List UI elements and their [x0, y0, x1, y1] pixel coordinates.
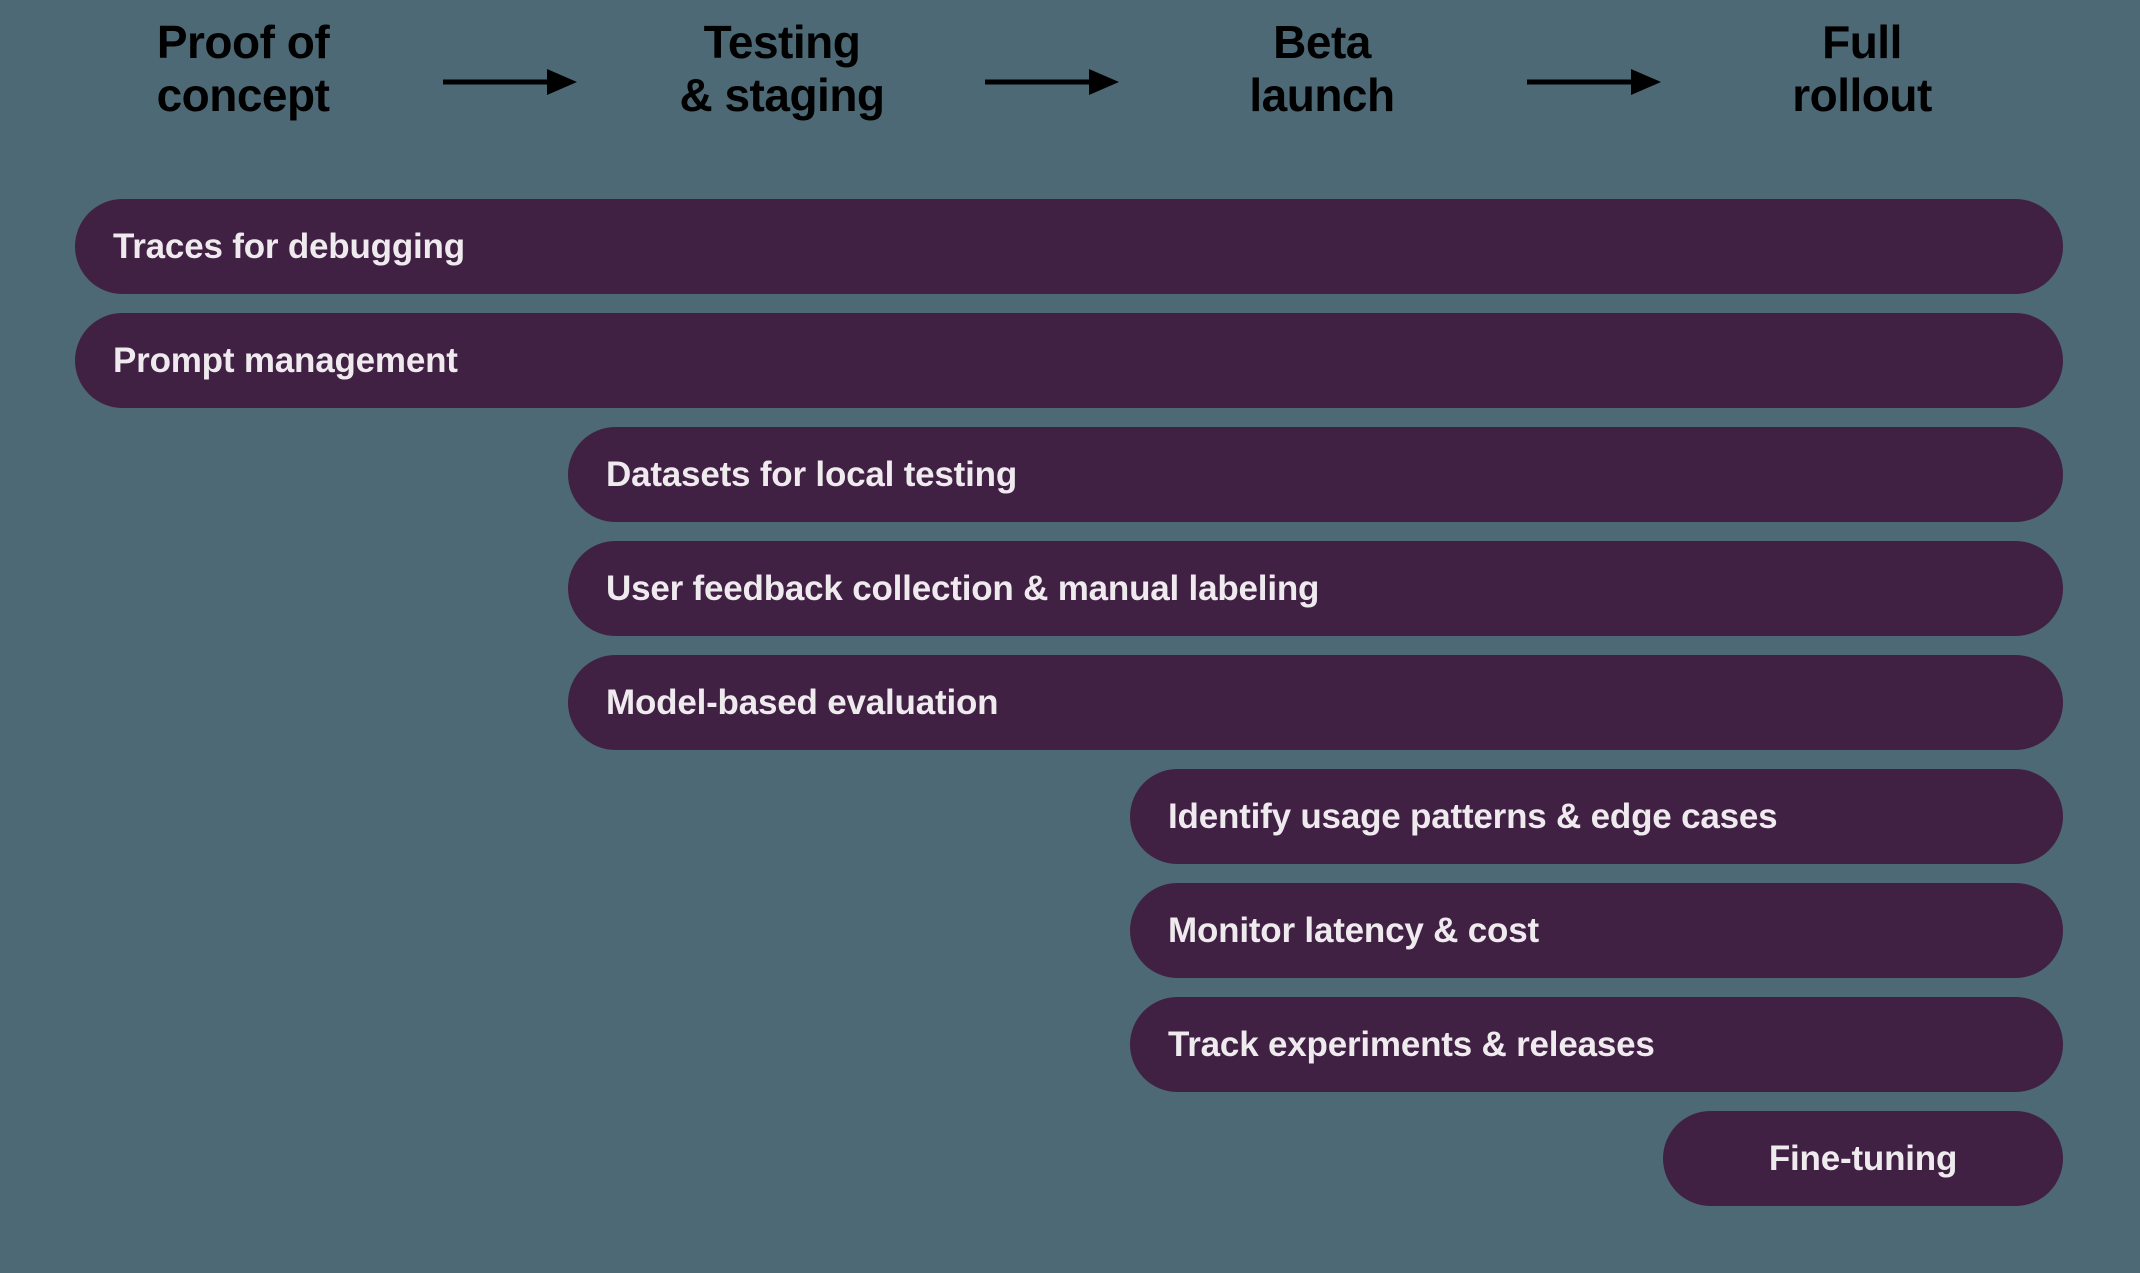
phase-label-beta-launch: Beta launch: [1249, 16, 1395, 121]
capability-bar-label: Prompt management: [113, 340, 458, 380]
capability-bar-label: Monitor latency & cost: [1168, 910, 1539, 950]
capability-bar-label: Datasets for local testing: [606, 454, 1018, 494]
capability-bar: Track experiments & releases: [1130, 997, 2063, 1092]
arrow-right-icon: [443, 68, 577, 96]
capability-bar: User feedback collection & manual labeli…: [568, 541, 2063, 636]
capability-bar: Fine-tuning: [1663, 1111, 2063, 1206]
capability-bar: Monitor latency & cost: [1130, 883, 2063, 978]
phase-label-full-rollout: Full rollout: [1792, 16, 1932, 121]
phase-header-row: Proof of concept Testing & staging Beta …: [0, 0, 2140, 165]
capability-bar: Datasets for local testing: [568, 427, 2063, 522]
phase-label-proof-of-concept: Proof of concept: [156, 16, 330, 121]
capability-bar-label: Fine-tuning: [1768, 1138, 1958, 1178]
capability-bar-label: Track experiments & releases: [1168, 1024, 1655, 1064]
capability-bar-label: Model-based evaluation: [606, 682, 999, 722]
phase-label-testing-staging: Testing & staging: [679, 16, 885, 121]
capability-bar: Traces for debugging: [75, 199, 2063, 294]
arrow-right-icon: [985, 68, 1119, 96]
capability-bar: Identify usage patterns & edge cases: [1130, 769, 2063, 864]
capability-bar: Prompt management: [75, 313, 2063, 408]
capability-bar: Model-based evaluation: [568, 655, 2063, 750]
capability-bar-label: User feedback collection & manual labeli…: [606, 568, 1320, 608]
capability-bar-label: Traces for debugging: [113, 226, 465, 266]
arrow-right-icon: [1527, 68, 1661, 96]
capability-bar-label: Identify usage patterns & edge cases: [1168, 796, 1778, 836]
